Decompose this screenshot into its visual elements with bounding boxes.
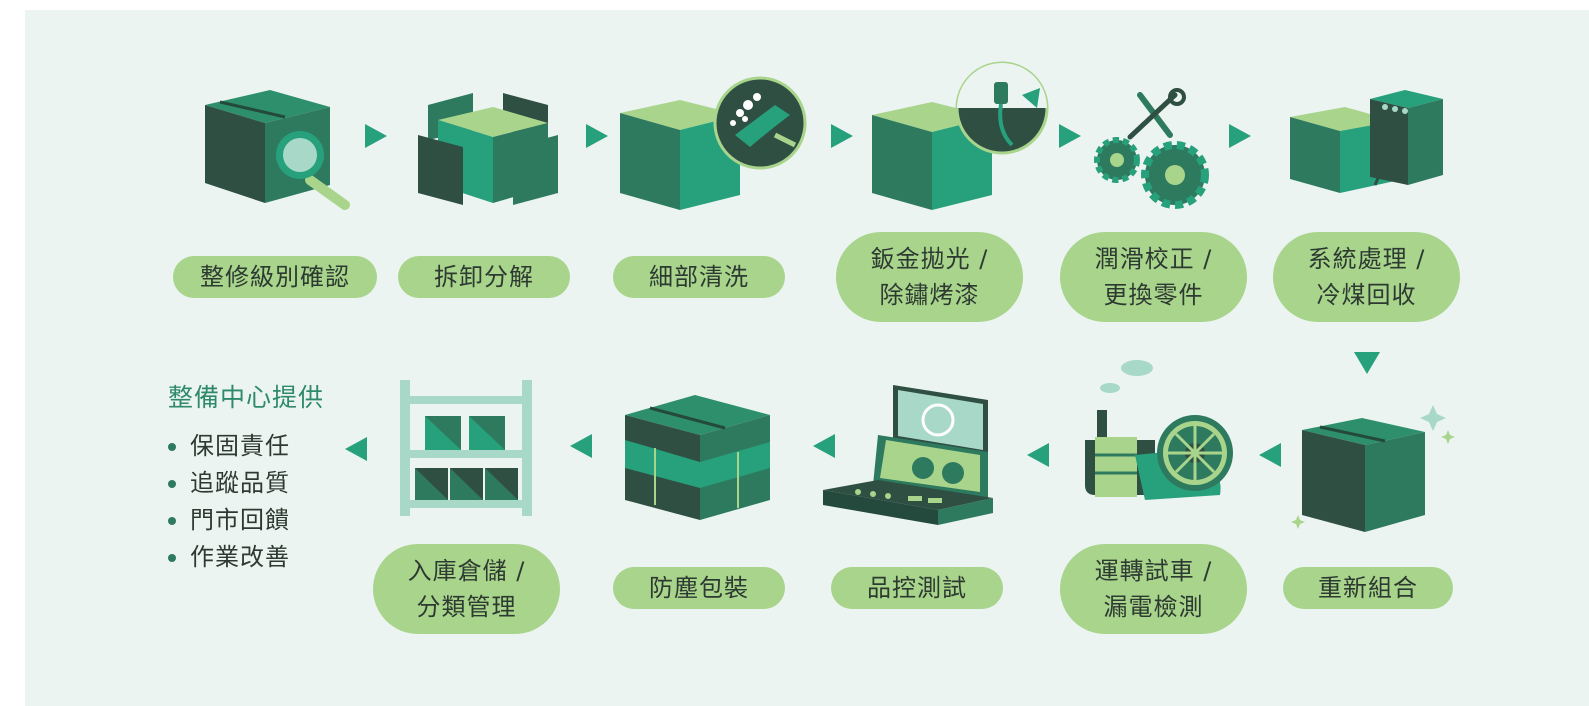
arrow-left-icon: [813, 434, 835, 458]
arrow-down-icon: [1354, 352, 1380, 374]
step-3-label: 細部清洗: [613, 256, 785, 298]
box-magnifier-icon: [205, 90, 350, 210]
warehouse-shelf-icon: [400, 380, 532, 516]
engine-test-icon: [1085, 360, 1233, 500]
step-2-label: 拆卸分解: [398, 256, 570, 298]
step-9-label: 品控測試: [831, 567, 1003, 609]
arrow-right-icon: [831, 124, 853, 148]
arrow-left-icon: [1259, 443, 1281, 467]
box-spray-paint-icon: [872, 61, 1049, 210]
service-center-list: 保固責任 追蹤品質 門市回饋 作業改善: [168, 428, 290, 576]
arrow-right-icon: [1229, 124, 1251, 148]
arrow-right-icon: [586, 124, 608, 148]
sparkle-box-icon: [1291, 405, 1455, 532]
step-1-label: 整修級別確認: [173, 256, 377, 298]
box-cleaning-icon: [620, 76, 807, 210]
arrow-left-icon: [345, 437, 367, 461]
arrow-right-icon: [365, 124, 387, 148]
step-11-label: 入庫倉儲 / 分類管理: [373, 544, 560, 634]
list-item: 作業改善: [168, 539, 290, 576]
step-4-label: 鈑金拋光 / 除鏽烤漆: [836, 232, 1023, 322]
service-center-title: 整備中心提供: [168, 383, 325, 412]
list-item: 追蹤品質: [168, 465, 290, 502]
wrapped-box-icon: [625, 395, 770, 520]
gears-tools-icon: [1094, 88, 1209, 209]
arrow-left-icon: [570, 434, 592, 458]
step-8-label: 運轉試車 / 漏電檢測: [1060, 544, 1247, 634]
list-item: 保固責任: [168, 428, 290, 465]
step-7-label: 重新組合: [1283, 567, 1453, 609]
step-5-label: 潤滑校正 / 更換零件: [1060, 232, 1247, 322]
arrow-left-icon: [1027, 443, 1049, 467]
control-panel-icon: [823, 385, 993, 525]
box-machine-icon: [1290, 90, 1443, 193]
step-6-label: 系統處理 / 冷煤回收: [1273, 232, 1460, 322]
step-10-label: 防塵包裝: [613, 567, 785, 609]
open-box-icon: [418, 93, 558, 205]
arrow-right-icon: [1059, 124, 1081, 148]
list-item: 門市回饋: [168, 502, 290, 539]
